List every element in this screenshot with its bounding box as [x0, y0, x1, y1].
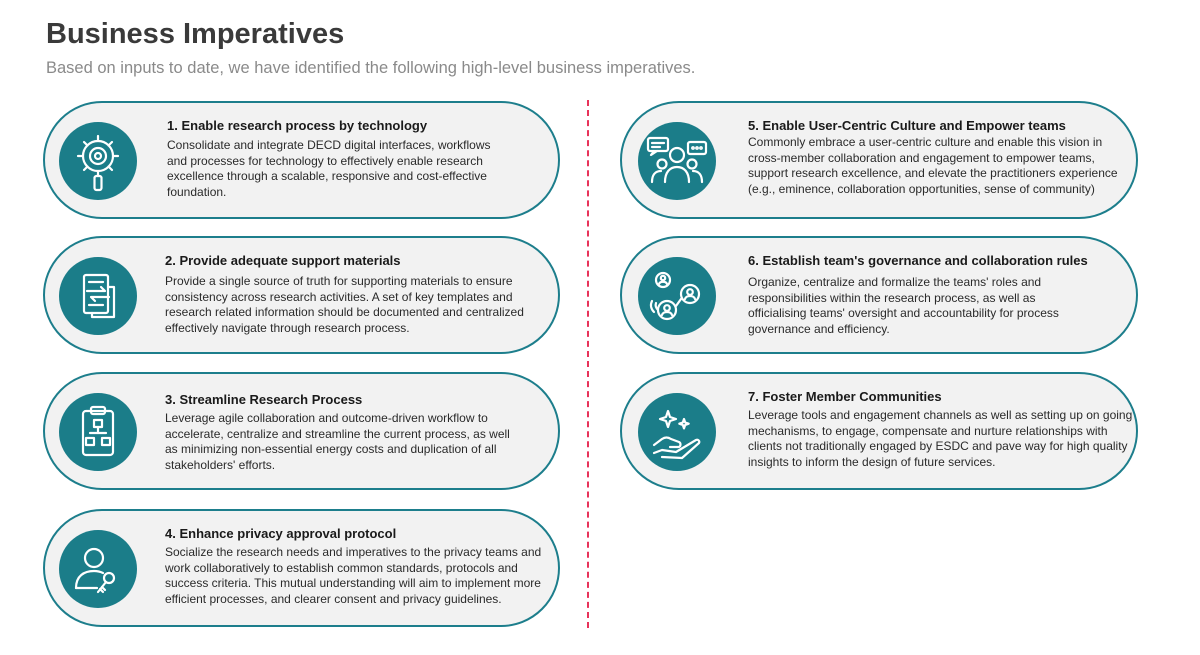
- page-title: Business Imperatives: [46, 18, 345, 50]
- card-body: Provide a single source of truth for sup…: [165, 274, 524, 335]
- card-body: Leverage tools and engagement channels a…: [748, 408, 1133, 469]
- imperative-card-6: 6. Establish team's governance and colla…: [620, 236, 1138, 354]
- people-network-icon: [638, 257, 716, 335]
- card-title: 7. Foster Member Communities: [748, 389, 942, 404]
- imperative-card-1: 1. Enable research process by technology…: [43, 101, 560, 219]
- imperative-card-5: 5. Enable User-Centric Culture and Empow…: [620, 101, 1138, 219]
- gear-magnifier-icon: [59, 122, 137, 200]
- card-body: Socialize the research needs and imperat…: [165, 545, 542, 606]
- card-title: 1. Enable research process by technology: [167, 118, 428, 133]
- card-body: Organize, centralize and formalize the t…: [748, 275, 1059, 336]
- clipboard-workflow-icon: [59, 393, 137, 471]
- card-title: 5. Enable User-Centric Culture and Empow…: [748, 118, 1066, 133]
- imperative-card-7: 7. Foster Member Communities Leverage to…: [620, 372, 1138, 490]
- card-body: Commonly embrace a user-centric culture …: [748, 135, 1118, 196]
- card-body: Leverage agile collaboration and outcome…: [165, 411, 510, 472]
- card-body: Consolidate and integrate DECD digital i…: [167, 138, 491, 199]
- document-transfer-icon: [59, 257, 137, 335]
- imperative-card-2: 2. Provide adequate support materials Pr…: [43, 236, 560, 354]
- imperative-card-4: 4. Enhance privacy approval protocol Soc…: [43, 509, 560, 627]
- team-chat-icon: [638, 122, 716, 200]
- hand-sparkle-icon: [638, 393, 716, 471]
- page-subtitle: Based on inputs to date, we have identif…: [46, 59, 696, 77]
- imperative-card-3: 3. Streamline Research Process Leverage …: [43, 372, 560, 490]
- user-key-icon: [59, 530, 137, 608]
- column-divider: [587, 100, 589, 628]
- card-title: 2. Provide adequate support materials: [165, 253, 401, 268]
- card-title: 4. Enhance privacy approval protocol: [165, 526, 397, 541]
- card-title: 6. Establish team's governance and colla…: [748, 253, 1088, 268]
- card-title: 3. Streamline Research Process: [165, 392, 363, 407]
